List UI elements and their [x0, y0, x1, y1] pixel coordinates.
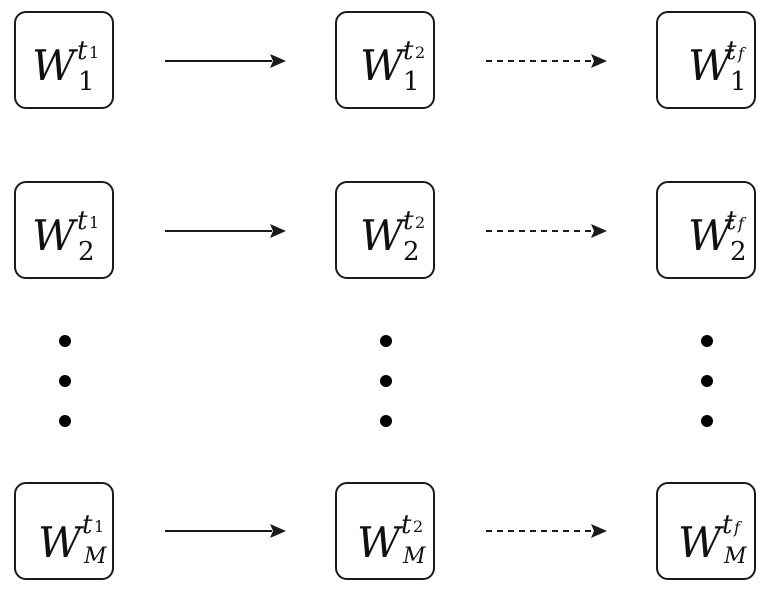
node-rowM-col2: W t 2 M — [335, 482, 435, 580]
ellipsis-dot — [380, 335, 392, 347]
arrow-row1-solid — [165, 54, 286, 68]
arrow-row1-dashed — [486, 54, 607, 68]
node-superscript-index: 2 — [415, 43, 426, 62]
node-row2-col2: W t 2 2 — [335, 181, 435, 279]
ellipsis-dot — [59, 415, 71, 427]
node-superscript: t — [82, 510, 93, 540]
ellipsis-dot — [701, 335, 713, 347]
node-subscript: 2 — [403, 237, 420, 267]
node-base-symbol: W — [360, 211, 404, 260]
node-superscript: t — [77, 206, 88, 236]
node-superscript-index: f — [738, 214, 744, 233]
node-base-symbol: W — [688, 41, 732, 90]
node-superscript: t — [403, 206, 414, 236]
node-superscript-index: 1 — [94, 517, 105, 536]
node-superscript-index: 1 — [89, 213, 100, 232]
node-subscript: M — [403, 544, 426, 569]
node-superscript: t — [77, 36, 88, 66]
node-superscript: t — [403, 36, 414, 66]
node-base-symbol: W — [32, 211, 76, 260]
node-rowM-col1: W t 1 M — [14, 482, 114, 580]
node-superscript: t — [401, 510, 412, 540]
node-base-symbol: W — [360, 41, 404, 90]
ellipsis-dot — [380, 375, 392, 387]
arrow-rowM-solid — [165, 524, 286, 538]
node-subscript: M — [84, 544, 107, 569]
arrow-rowM-dashed — [486, 524, 607, 538]
ellipsis-dot — [701, 375, 713, 387]
node-base-symbol: W — [32, 41, 76, 90]
node-superscript-index: f — [738, 44, 744, 63]
node-superscript: t — [726, 206, 737, 236]
node-base-symbol: W — [357, 518, 401, 567]
node-subscript: 2 — [730, 237, 747, 267]
node-superscript-index: 2 — [413, 517, 424, 536]
node-superscript: t — [726, 36, 737, 66]
node-superscript-index: 2 — [415, 213, 426, 232]
node-row1-col3: W t f 1 — [656, 11, 756, 109]
node-base-symbol: W — [38, 518, 82, 567]
node-superscript-index: 1 — [89, 43, 100, 62]
node-row2-col3: W t f 2 — [656, 181, 756, 279]
ellipsis-dot — [59, 375, 71, 387]
node-subscript: M — [724, 544, 747, 569]
node-superscript-index: f — [734, 518, 740, 537]
ellipsis-dot — [701, 415, 713, 427]
node-subscript: 1 — [730, 67, 747, 97]
ellipsis-dot — [59, 335, 71, 347]
node-base-symbol: W — [678, 518, 722, 567]
node-row1-col2: W t 2 1 — [335, 11, 435, 109]
node-rowM-col3: W t f M — [656, 482, 756, 580]
node-row1-col1: W t 1 1 — [14, 11, 114, 109]
node-superscript: t — [722, 510, 733, 540]
arrow-row2-dashed — [486, 224, 607, 238]
ellipsis-dot — [380, 415, 392, 427]
node-row2-col1: W t 1 2 — [14, 181, 114, 279]
node-subscript: 1 — [78, 67, 95, 97]
node-subscript: 2 — [78, 237, 95, 267]
arrow-row2-solid — [165, 224, 286, 238]
node-subscript: 1 — [403, 67, 420, 97]
node-base-symbol: W — [688, 211, 732, 260]
